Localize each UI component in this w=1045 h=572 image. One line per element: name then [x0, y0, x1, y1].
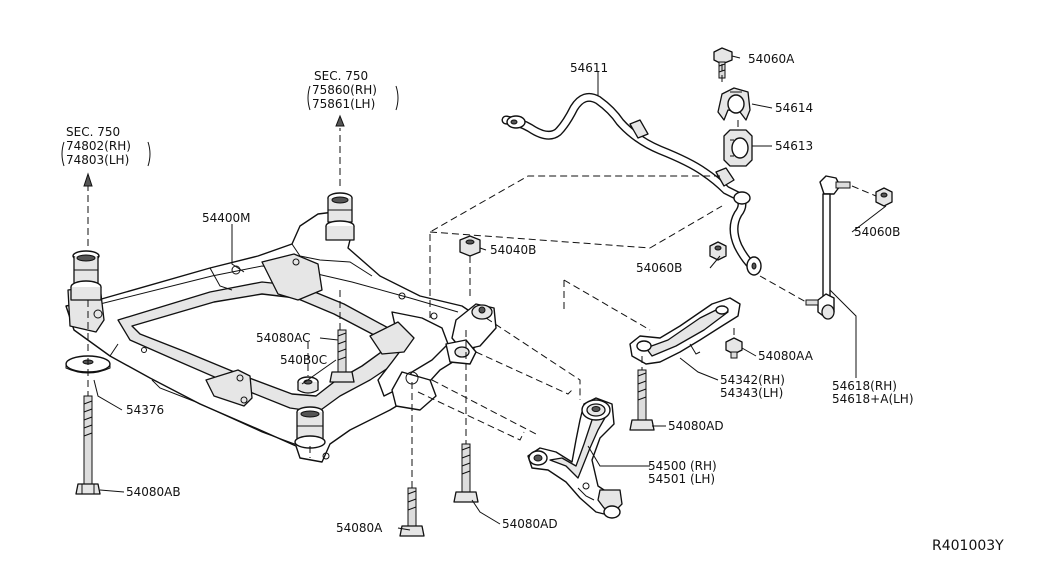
bolt-54080ab — [75, 395, 101, 495]
bolt-54080ac — [329, 329, 355, 383]
sec750-left-line1: SEC. 750 — [66, 125, 120, 139]
front-crossmember — [65, 192, 497, 463]
alignment-lines — [83, 64, 877, 488]
washer-540b0c — [297, 376, 319, 394]
label-bracket-lh: 54343(LH) — [720, 386, 783, 400]
label-stabilizer-link-rh: 54618(RH) — [832, 379, 897, 393]
leader-lines — [93, 55, 887, 531]
label-bolt-54080ad-center: 54080AD — [502, 517, 558, 531]
label-bolt-54080aa: 54080AA — [758, 349, 814, 363]
label-crossmember: 54400M — [202, 211, 251, 225]
reference-code: R401003Y — [932, 538, 1004, 554]
label-bracket-rh: 54342(RH) — [720, 373, 785, 387]
label-bushing-clamp: 54614 — [775, 101, 813, 115]
label-bushing-clamp-bolt: 54060A — [748, 52, 795, 66]
label-stabilizer-bushing: 54613 — [775, 139, 813, 153]
stabilizer-bushing-54613 — [723, 129, 753, 167]
bolt-54080ad-center — [453, 443, 479, 503]
label-bolt-54080ab: 54080AB — [126, 485, 181, 499]
label-bolt-54080ad-right: 54080AD — [668, 419, 724, 433]
label-bolt-54080a: 54080A — [336, 521, 383, 535]
label-mount-washer: 54376 — [126, 403, 164, 417]
stabilizer-nut-54060b-right — [875, 187, 893, 207]
bolt-54080aa — [725, 337, 743, 359]
label-stabilizer-bar: 54611 — [570, 61, 608, 75]
arm-bracket — [629, 297, 741, 365]
label-lower-arm-lh: 54501 (LH) — [648, 472, 715, 486]
bolt-54080ad-right — [629, 369, 655, 431]
label-nut-54040b: 54040B — [490, 243, 536, 257]
stabilizer-link — [805, 175, 851, 320]
stabilizer-bar — [501, 92, 762, 276]
sec750-upper-line1: SEC. 750 — [314, 69, 368, 83]
sec750-left-line2: 74802(RH) — [66, 139, 131, 153]
sec750-left-line3: 74803(LH) — [66, 153, 129, 167]
bushing-clamp-54614 — [717, 87, 751, 121]
label-stabilizer-nut-right: 54060B — [854, 225, 900, 239]
callout-sec750-left: SEC. 750 74802(RH) 74803(LH) — [61, 125, 151, 167]
label-bolt-54080ac: 54080AC — [256, 331, 311, 345]
bushing-clamp-bolt-54060a — [713, 47, 733, 79]
lower-arm — [527, 397, 623, 519]
sec750-upper-line3: 75861(LH) — [312, 97, 375, 111]
stabilizer-nut-54060b-left — [709, 241, 727, 261]
label-stabilizer-nut-left: 54060B — [636, 261, 682, 275]
label-stabilizer-link-lh: 54618+A(LH) — [832, 392, 914, 406]
label-washer-540b0c: 540B0C — [280, 353, 327, 367]
nut-54040b — [459, 235, 481, 257]
callout-sec750-upper: SEC. 750 75860(RH) 75861(LH) — [307, 69, 399, 111]
sec750-upper-line2: 75860(RH) — [312, 83, 377, 97]
label-lower-arm-rh: 54500 (RH) — [648, 459, 717, 473]
bolt-54080a — [399, 487, 425, 537]
